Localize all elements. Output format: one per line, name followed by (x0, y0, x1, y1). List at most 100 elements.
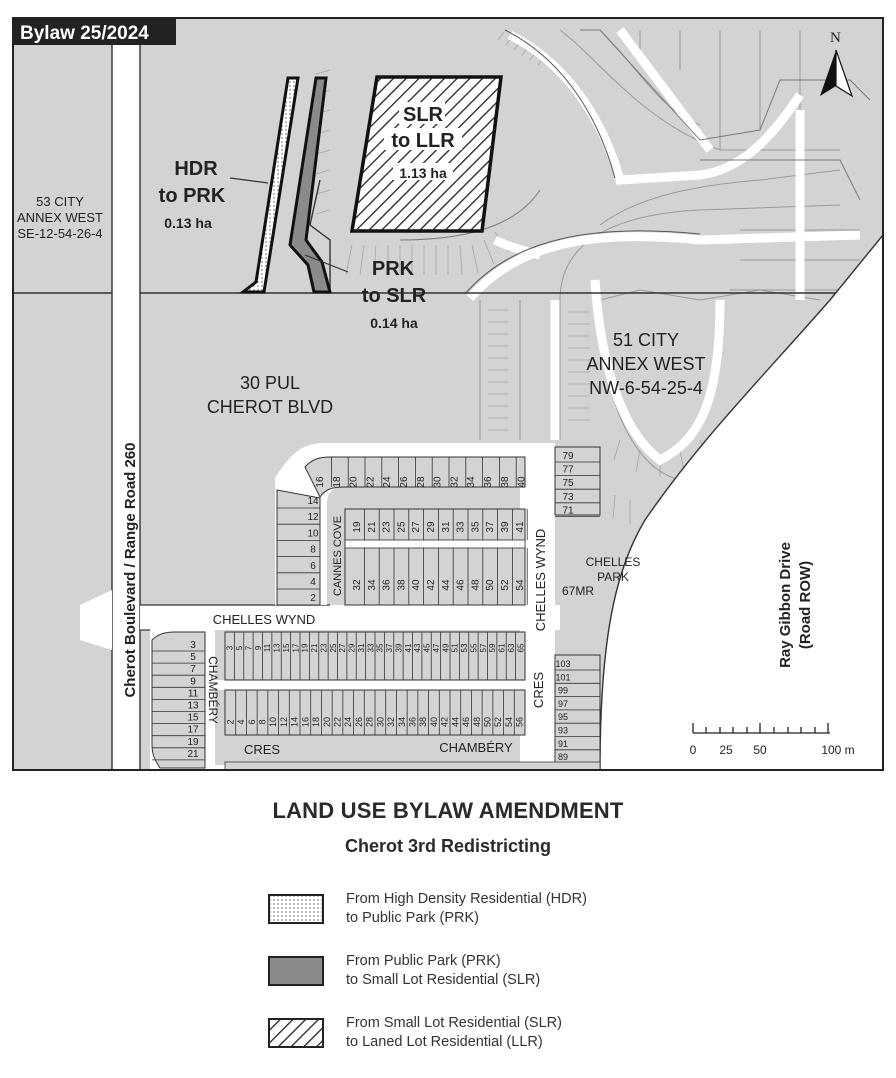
lot-number: 40 (411, 579, 422, 591)
lot-number: 25 (396, 521, 407, 533)
lot-number: 40 (517, 476, 528, 488)
chelles-wynd-vertical-label: CHELLES WYND (533, 529, 548, 632)
lot-number: 33 (456, 521, 467, 533)
zoning-map: Bylaw 25/2024 N HDR to PRK 0.13 ha PRK t… (12, 17, 884, 771)
lot-number: 37 (385, 643, 394, 652)
lot-number: 3 (190, 640, 196, 651)
lot-number: 21 (367, 521, 378, 533)
lot-number: 2 (310, 593, 316, 604)
lot-number: 89 (558, 752, 568, 762)
lot-number: 25 (329, 643, 338, 652)
ray-gibbon-label-1: Ray Gibbon Drive (777, 542, 794, 668)
lot-number: 57 (479, 643, 488, 652)
lot-number: 31 (441, 521, 452, 533)
chelles-park-line1: CHELLES (586, 555, 641, 569)
lot-number: 42 (440, 717, 450, 727)
gray-swatch-icon (268, 956, 324, 986)
lot-number: 24 (343, 717, 353, 727)
cannes-cove-block (344, 508, 526, 606)
cannes-cove-label: CANNES COVE (332, 516, 344, 596)
lot-number: 15 (282, 643, 291, 652)
lot-number: 35 (376, 643, 385, 652)
lot-number: 36 (382, 579, 393, 591)
lot-number: 43 (413, 643, 422, 652)
lot-number: 12 (307, 512, 319, 523)
lot-number: 77 (562, 465, 574, 476)
prk-label-2: to SLR (362, 285, 427, 307)
lot-number: 38 (500, 476, 511, 488)
lot-number: 71 (562, 505, 574, 516)
lot-number: 38 (396, 579, 407, 591)
lot-number: 91 (558, 739, 568, 749)
lot-number: 21 (187, 749, 199, 760)
lot-number: 53 (460, 643, 469, 652)
cherot-boulevard (111, 18, 141, 770)
lot-number: 37 (485, 521, 496, 533)
legend-line: to Public Park (PRK) (346, 910, 479, 926)
map-title: LAND USE BYLAW AMENDMENT (272, 798, 624, 823)
lot-number: 6 (247, 719, 257, 724)
lot-number: 49 (441, 643, 450, 652)
scale-bar (692, 723, 830, 734)
lot-number: 41 (404, 643, 413, 652)
lot-number: 19 (187, 737, 199, 748)
lot-number: 32 (449, 476, 460, 488)
lot-number: 14 (307, 496, 319, 507)
lot-number: 21 (310, 643, 319, 652)
lot-number: 27 (411, 521, 422, 533)
scale-tick-25: 25 (719, 743, 733, 757)
lot-number: 22 (365, 476, 376, 488)
city51-line2: ANNEX WEST (586, 354, 705, 374)
lot-number: 16 (300, 717, 310, 727)
legend-line: to Small Lot Residential (SLR) (346, 972, 541, 988)
lot-number: 27 (338, 643, 347, 652)
lot-number: 47 (432, 643, 441, 652)
lot-number: 52 (493, 717, 503, 727)
slr-label-2: to LLR (391, 130, 455, 152)
lot-number: 101 (555, 672, 570, 682)
lot-number: 9 (254, 645, 263, 650)
lot-number: 20 (349, 476, 360, 488)
lot-number: 55 (469, 643, 478, 652)
lot-number: 17 (291, 643, 300, 652)
lot-number: 30 (375, 717, 385, 727)
lot-number: 29 (426, 521, 437, 533)
ne-street-edges (464, 29, 701, 295)
legend-line: From High Density Residential (HDR) (346, 891, 587, 907)
prk-to-slr-area (288, 76, 332, 294)
lot-number: 7 (244, 645, 253, 650)
lot-number: 24 (382, 476, 393, 488)
lot-number: 11 (263, 643, 272, 652)
lot-number: 38 (418, 717, 428, 727)
lot-number: 36 (408, 717, 418, 727)
slr-to-llr-area (349, 75, 503, 233)
hatched-swatch-icon (268, 1018, 324, 1048)
north-arrow-icon (820, 49, 854, 98)
lot-number: 8 (258, 719, 268, 724)
lot-number: 16 (315, 476, 326, 488)
lot-number: 46 (461, 717, 471, 727)
lot-number: 32 (386, 717, 396, 727)
lot-number: 93 (558, 726, 568, 736)
ray-gibbon-label-2: (Road ROW) (797, 561, 814, 649)
lot-number: 18 (311, 717, 321, 727)
scale-tick-100: 100 m (821, 743, 854, 757)
lot-number: 50 (483, 717, 493, 727)
hdr-label-1: HDR (174, 158, 218, 180)
lot-number: 26 (354, 717, 364, 727)
lot-number: 33 (366, 643, 375, 652)
lot-number: 2 (225, 719, 235, 724)
lot-number: 54 (515, 579, 526, 591)
lot-number: 34 (397, 717, 407, 727)
lot-number: 36 (483, 476, 494, 488)
lot-number: 19 (301, 643, 310, 652)
lot-number: 39 (394, 643, 403, 652)
chambery-vertical-label: CHAMBÉRY (206, 656, 221, 724)
lot-number: 34 (466, 476, 477, 488)
lot-number: 39 (500, 521, 511, 533)
lot-number: 51 (451, 643, 460, 652)
chelles-wynd-label: CHELLES WYND (213, 612, 316, 627)
block-top-row (304, 456, 526, 498)
lot-number: 28 (365, 717, 375, 727)
lot-number: 30 (433, 476, 444, 488)
